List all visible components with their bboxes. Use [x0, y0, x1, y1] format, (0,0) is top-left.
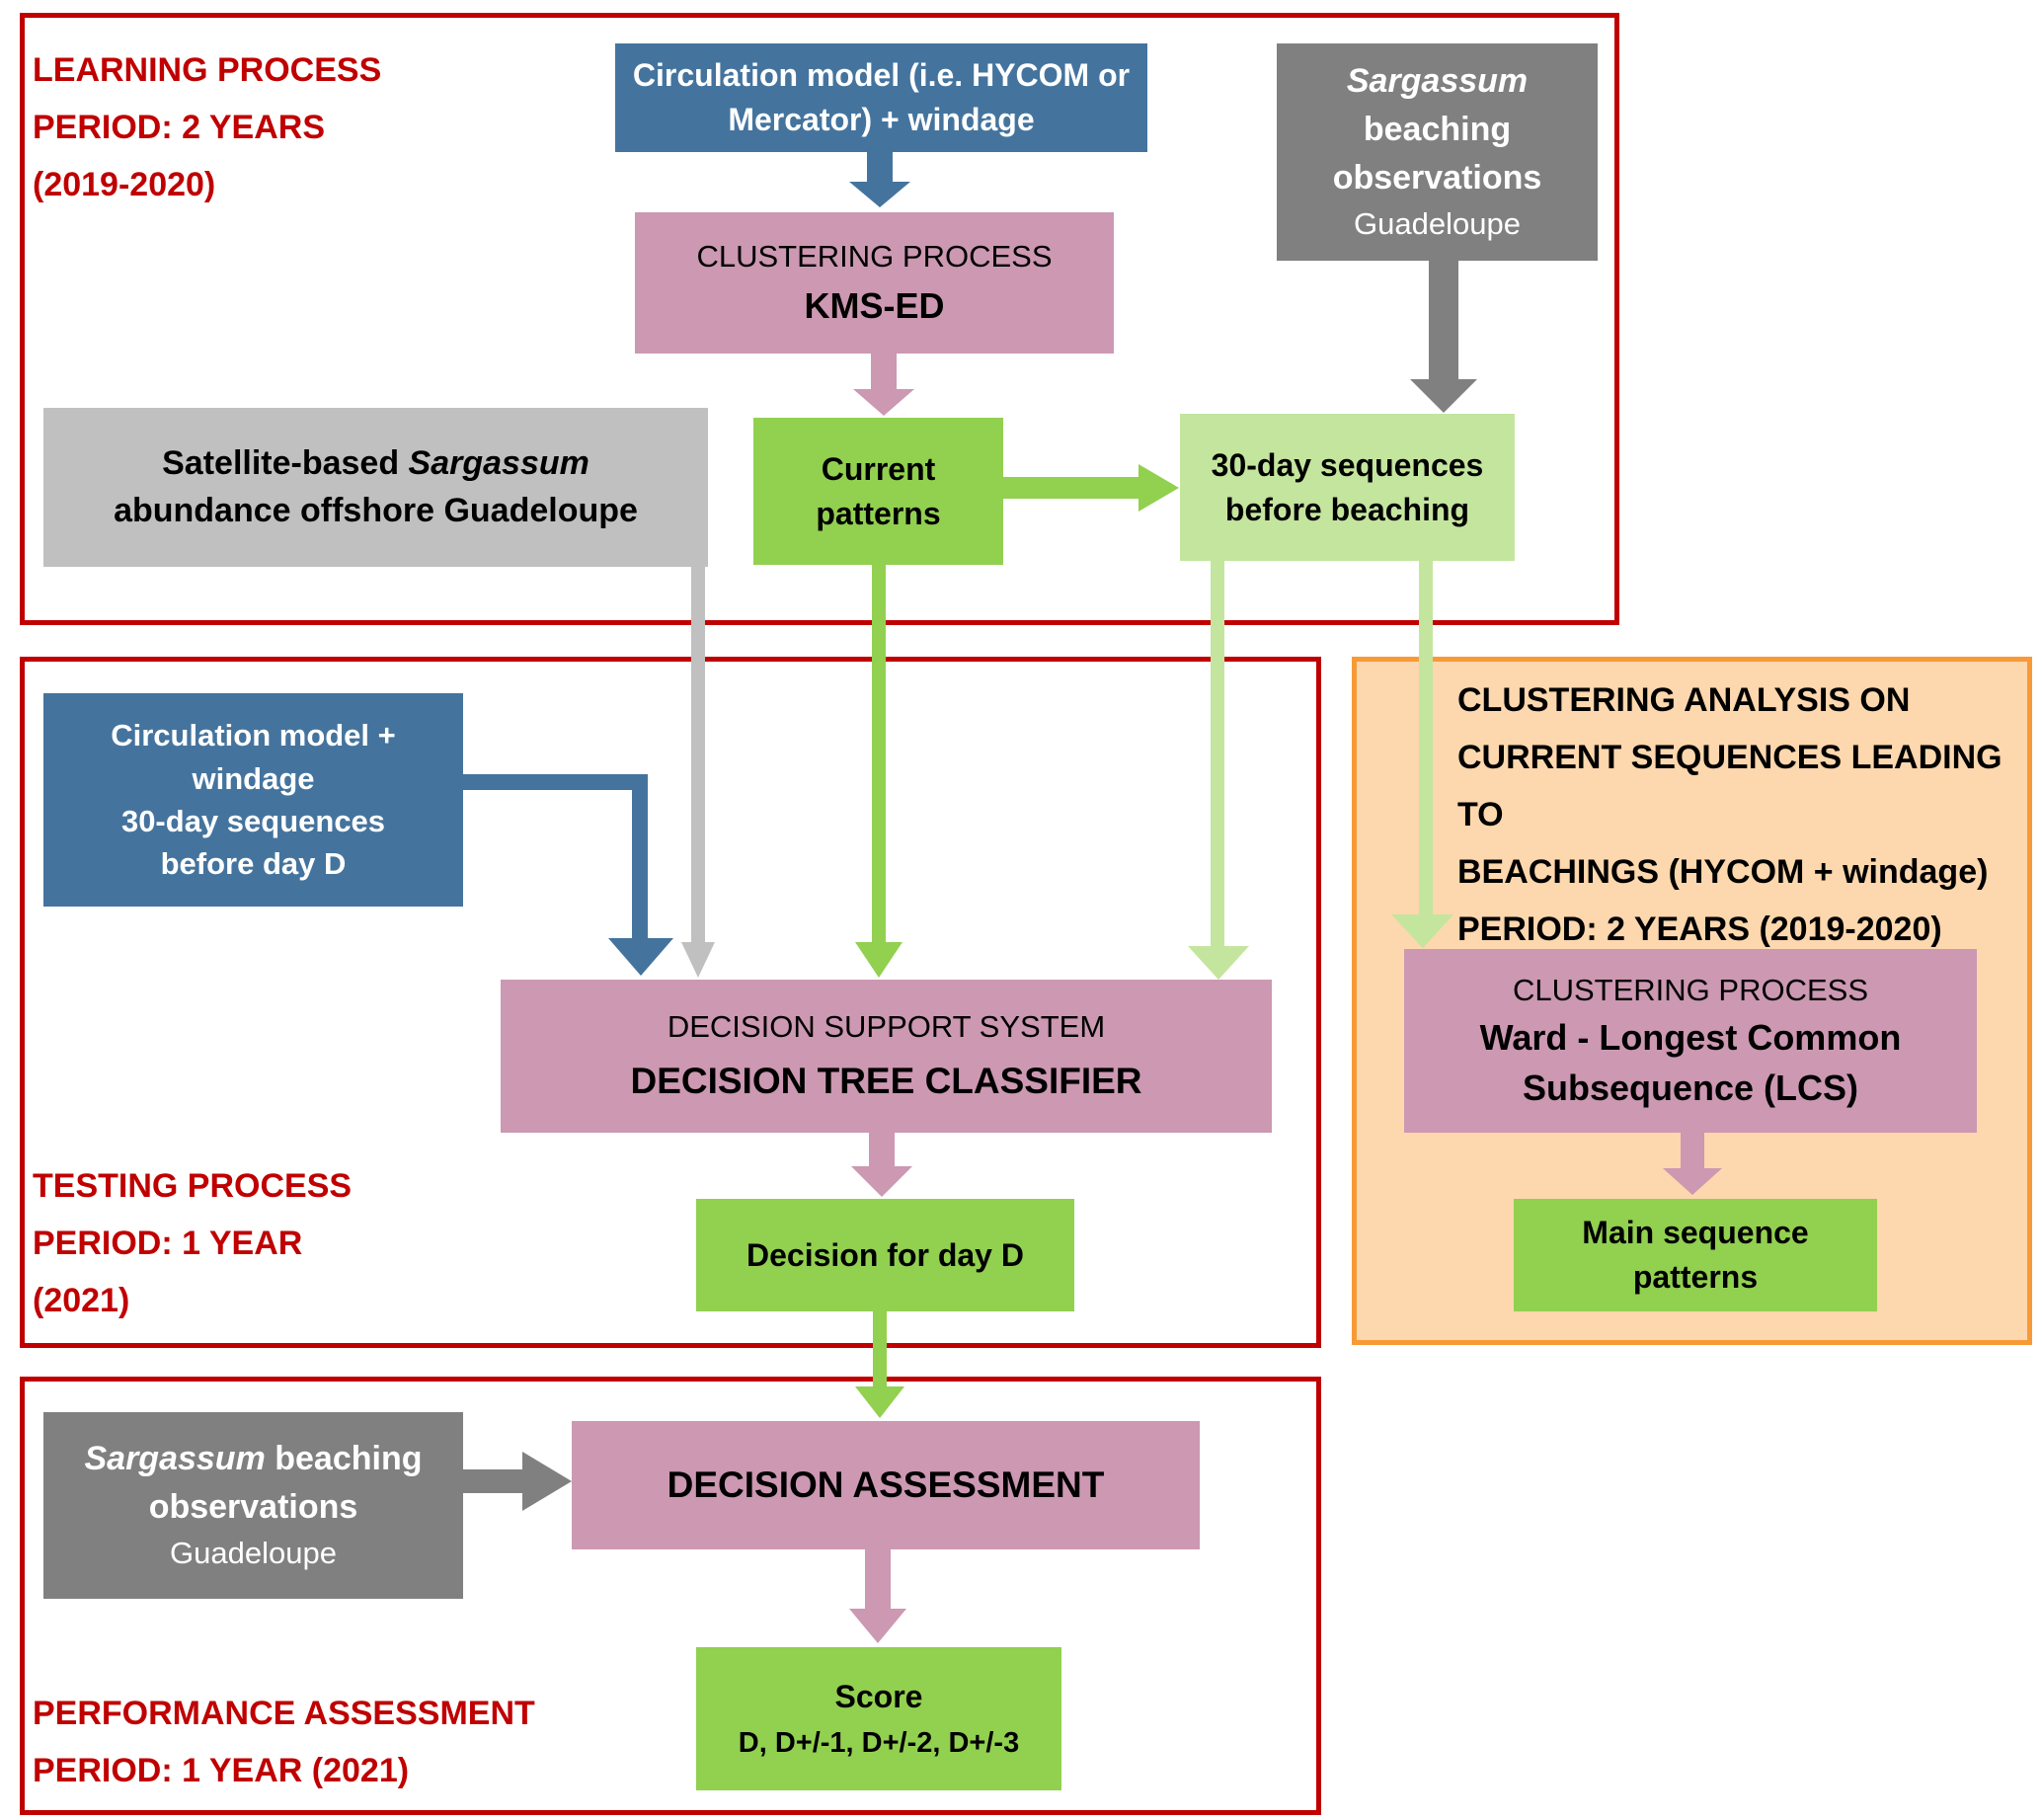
arrow-circulation-to-kms — [849, 152, 910, 207]
arrow-decision-to-assessment — [855, 1311, 904, 1418]
dss-subtitle: DECISION SUPPORT SYSTEM — [667, 1008, 1106, 1044]
learning-title: LEARNING PROCESS — [33, 51, 382, 89]
dss-title: DECISION TREE CLASSIFIER — [630, 1061, 1142, 1102]
decision-day-node: Decision for day D — [696, 1199, 1074, 1311]
beaching-obs-top-italic: Sargassum — [1346, 61, 1529, 100]
beaching-obs-top-line-2: beaching — [1363, 110, 1512, 148]
satellite-italic: Sargassum — [408, 443, 589, 482]
current-patterns-node: Current patterns — [753, 418, 1003, 565]
beaching-obs-top-location: Guadeloupe — [1354, 206, 1521, 242]
satellite-prefix: Satellite-based — [162, 443, 409, 482]
testing-title: TESTING PROCESS — [33, 1167, 353, 1205]
performance-title: PERFORMANCE ASSESSMENT — [33, 1695, 535, 1732]
decision-support-system-node: DECISION SUPPORT SYSTEM DECISION TREE CL… — [501, 980, 1272, 1133]
testing-process-label: TESTING PROCESS PERIOD: 1 YEAR (2021) — [33, 1157, 352, 1329]
beaching-obs-bottom-italic: Sargassum — [84, 1439, 266, 1477]
beaching-observations-top-node: Sargassum beaching observations Guadelou… — [1277, 43, 1598, 261]
clustering-ward-title-2: Subsequence (LCS) — [1522, 1067, 1859, 1108]
beaching-observations-bottom-node: Sargassum beaching observations Guadelou… — [43, 1412, 463, 1599]
clustering-ward-title-1: Ward - Longest Common — [1479, 1017, 1902, 1059]
main-sequence-line-1: Main sequence — [1582, 1215, 1809, 1251]
decision-day-label: Decision for day D — [746, 1236, 1024, 1273]
current-patterns-line-1: Current — [821, 450, 936, 487]
score-node: Score D, D+/-1, D+/-2, D+/-3 — [696, 1647, 1061, 1790]
circulation-test-line-1: Circulation model + — [111, 718, 396, 753]
circulation-test-line-3: 30-day sequences — [120, 804, 386, 838]
sequences-30day-line-1: 30-day sequences — [1211, 446, 1484, 483]
learning-period: PERIOD: 2 YEARS — [33, 109, 326, 146]
score-title: Score — [834, 1678, 923, 1714]
arrow-satellite-to-dss — [681, 567, 715, 978]
satellite-abundance-node: Satellite-based Sargassum abundance offs… — [43, 408, 708, 567]
sequences-30day-node: 30-day sequences before beaching — [1180, 414, 1515, 561]
clustering-kms-title: KMS-ED — [804, 285, 945, 326]
circulation-test-line-2: windage — [192, 760, 315, 796]
arrow-current-to-sequences — [1003, 464, 1179, 512]
learning-process-frame — [20, 13, 1619, 625]
clustering-ward-node: CLUSTERING PROCESS Ward - Longest Common… — [1404, 949, 1977, 1133]
satellite-line-2: abundance offshore Guadeloupe — [114, 491, 638, 529]
learning-process-label: LEARNING PROCESS PERIOD: 2 YEARS (2019-2… — [33, 41, 381, 213]
circulation-model-line-1: Circulation model (i.e. HYCOM or — [632, 57, 1131, 94]
testing-years: (2021) — [33, 1282, 130, 1319]
arrow-kms-to-current-patterns — [853, 354, 914, 416]
sequences-30day-line-2: before beaching — [1224, 491, 1470, 527]
arrow-sequences-to-dss — [1188, 561, 1249, 980]
beaching-obs-bottom-line-1: Sargassum beaching — [84, 1435, 422, 1483]
circulation-model-node: Circulation model (i.e. HYCOM or Mercato… — [615, 43, 1147, 152]
main-sequence-node: Main sequence patterns — [1514, 1199, 1877, 1311]
current-patterns-line-2: patterns — [816, 495, 941, 531]
circulation-test-line-4: before day D — [160, 846, 347, 882]
arrow-assessment-to-score — [849, 1549, 906, 1643]
performance-assessment-label: PERFORMANCE ASSESSMENT PERIOD: 1 YEAR (2… — [33, 1685, 535, 1799]
clustering-analysis-label: CLUSTERING ANALYSIS ON CURRENT SEQUENCES… — [1457, 672, 2041, 958]
clustering-kms-node: CLUSTERING PROCESS KMS-ED — [635, 212, 1114, 354]
beaching-obs-top-line-3: observations — [1332, 159, 1542, 198]
satellite-line-1: Satellite-based Sargassum — [162, 440, 589, 488]
arrow-ward-to-main-sequence — [1663, 1133, 1722, 1195]
performance-assessment-frame — [20, 1377, 1321, 1815]
main-sequence-line-2: patterns — [1632, 1259, 1759, 1295]
arrow-beaching-to-sequences — [1410, 261, 1477, 413]
clustering-kms-subtitle: CLUSTERING PROCESS — [696, 238, 1053, 274]
arrow-current-to-dss — [855, 565, 903, 978]
arrow-circulation-test-to-dss — [463, 774, 673, 976]
beaching-obs-bottom-line-2: observations — [148, 1488, 358, 1527]
performance-period: PERIOD: 1 YEAR (2021) — [33, 1752, 410, 1789]
clustering-analysis-line-3: BEACHINGS (HYCOM + windage) — [1457, 853, 1989, 891]
arrow-observations-to-assessment — [463, 1452, 572, 1511]
score-values: D, D+/-1, D+/-2, D+/-3 — [738, 1726, 1020, 1759]
testing-period: PERIOD: 1 YEAR — [33, 1225, 303, 1262]
arrow-dss-to-decision — [851, 1133, 912, 1197]
decision-assessment-title: DECISION ASSESSMENT — [667, 1464, 1105, 1506]
learning-years: (2019-2020) — [33, 166, 216, 203]
circulation-model-test-node: Circulation model + windage 30-day seque… — [43, 693, 463, 907]
decision-assessment-node: DECISION ASSESSMENT — [572, 1421, 1200, 1549]
testing-process-frame — [20, 657, 1321, 1348]
beaching-obs-bottom-suffix: beaching — [265, 1439, 423, 1477]
arrow-sequences-to-ward — [1391, 561, 1453, 948]
clustering-analysis-line-4: PERIOD: 2 YEARS (2019-2020) — [1457, 910, 1942, 948]
circulation-model-line-2: Mercator) + windage — [728, 102, 1035, 137]
beaching-obs-bottom-location: Guadeloupe — [170, 1536, 337, 1571]
clustering-ward-subtitle: CLUSTERING PROCESS — [1512, 972, 1868, 1007]
clustering-analysis-line-2: CURRENT SEQUENCES LEADING TO — [1457, 739, 2002, 833]
clustering-analysis-line-1: CLUSTERING ANALYSIS ON — [1457, 681, 1911, 719]
